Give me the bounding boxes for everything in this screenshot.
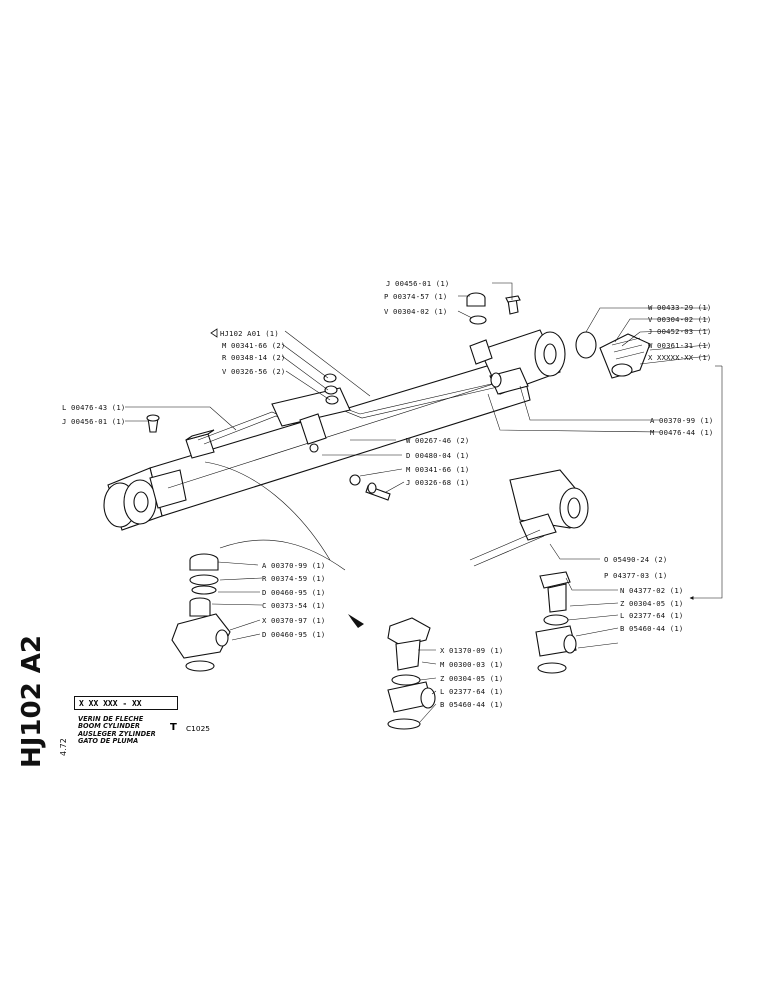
banjo-assembly-right bbox=[469, 469, 589, 674]
label-v-00304-02-top: V 00304-02 (1) bbox=[384, 307, 447, 316]
label-v-00304-02-right: V 00304-02 (1) bbox=[648, 315, 711, 324]
label-d-00480-04: D 00480-04 (1) bbox=[406, 451, 469, 460]
label-z-00304-05-right: Z 00304-05 (1) bbox=[620, 599, 683, 608]
drawing-title: VERIN DE FLECHE BOOM CYLINDER AUSLEGER Z… bbox=[78, 715, 156, 746]
label-w-00361-31: W 00361-31 (1) bbox=[648, 341, 711, 350]
triangle-marker-icon bbox=[210, 328, 218, 338]
label-p-04377-03: P 04377-03 (1) bbox=[604, 571, 667, 580]
bolt-upper bbox=[505, 295, 521, 315]
label-m-00476-44: M 00476-44 (1) bbox=[650, 428, 713, 437]
label-j-00456-01-top: J 00456-01 (1) bbox=[386, 279, 449, 288]
label-l-02377-64-center: L 02377-64 (1) bbox=[440, 687, 503, 696]
head-port-fitting bbox=[469, 339, 493, 365]
elbow-fitting-mid bbox=[489, 367, 529, 395]
label-x-01370-09: X 01370-09 (1) bbox=[440, 646, 503, 655]
label-l-02377-64-right: L 02377-64 (1) bbox=[620, 611, 683, 620]
label-d-00460-95-b: D 00460-95 (1) bbox=[262, 630, 325, 639]
t-mark: T bbox=[170, 722, 177, 733]
label-v-00326-56: V 00326-56 (2) bbox=[222, 367, 285, 376]
plug-upper bbox=[466, 292, 486, 307]
label-hj102-a01: HJ102 A01 (1) bbox=[220, 329, 279, 338]
drawing-code: HJ102 A21.0 bbox=[17, 636, 46, 768]
machine-model: C1025 bbox=[186, 724, 210, 733]
title-line-de: AUSLEGER ZYLINDER bbox=[78, 729, 156, 738]
label-m-00341-66-2: M 00341-66 (2) bbox=[222, 341, 285, 350]
clevis-screw bbox=[349, 474, 391, 501]
direction-arrow bbox=[348, 614, 364, 628]
check-valve-upper bbox=[575, 331, 651, 379]
boom-arc bbox=[204, 461, 331, 561]
label-w-00267-46: W 00267-46 (2) bbox=[406, 436, 469, 445]
port-block-left bbox=[185, 429, 215, 459]
title-line-fr: VERIN DE FLECHE bbox=[78, 715, 144, 723]
part-number-box: X XX XXX - XX bbox=[74, 696, 178, 710]
label-r-00348-14: R 00348-14 (2) bbox=[222, 353, 285, 362]
title-line-en: BOOM CYLINDER bbox=[78, 722, 140, 731]
label-a-00370-99-low: A 00370-99 (1) bbox=[262, 561, 325, 570]
label-l-00476-43: L 00476-43 (1) bbox=[62, 403, 125, 412]
label-b-05460-44-right: B 05460-44 (1) bbox=[620, 624, 683, 633]
label-o-05490-24: O 05490-24 (2) bbox=[604, 555, 667, 564]
label-d-00460-95-a: D 00460-95 (1) bbox=[262, 588, 325, 597]
fitting-stack-left bbox=[171, 553, 231, 672]
label-a-00370-99-mid: A 00370-99 (1) bbox=[650, 416, 713, 425]
label-m-00341-66-1: M 00341-66 (1) bbox=[406, 465, 469, 474]
label-n-04377-02: N 04377-02 (1) bbox=[620, 586, 683, 595]
label-z-00304-05-center: Z 00304-05 (1) bbox=[440, 674, 503, 683]
boom-arc-lower bbox=[219, 539, 346, 571]
boom-cylinder-body bbox=[103, 329, 566, 531]
seal-ring-upper bbox=[469, 315, 487, 325]
svg-text:4.72: 4.72 bbox=[59, 738, 68, 756]
label-c-00373-54: C 00373-54 (1) bbox=[262, 601, 325, 610]
label-x-xxxxx: X XXXXX-XX (1) bbox=[648, 353, 711, 362]
leader-lines bbox=[125, 282, 723, 723]
svg-text:HJ102 A21.0: HJ102 A21.0 bbox=[17, 636, 46, 768]
label-p-00374-57: P 00374-57 (1) bbox=[384, 292, 447, 301]
bolt-small-nuts bbox=[323, 373, 339, 405]
label-r-00374-59: R 00374-59 (1) bbox=[262, 574, 325, 583]
banjo-assembly-center bbox=[387, 617, 436, 730]
label-x-00370-97: X 00370-97 (1) bbox=[262, 616, 325, 625]
label-j-00326-68: J 00326-68 (1) bbox=[406, 478, 469, 487]
label-w-00433-29: W 00433-29 (1) bbox=[648, 303, 711, 312]
label-b-05460-44-center: B 05460-44 (1) bbox=[440, 700, 503, 709]
part-labels: J 00456-01 (1) P 00374-57 (1) V 00304-02… bbox=[62, 279, 713, 709]
title-line-es: GATO DE PLUMA bbox=[78, 737, 139, 746]
drawing-date: 4.72 bbox=[59, 738, 68, 756]
label-j-00452-03: J 00452-03 (1) bbox=[648, 327, 711, 336]
label-m-00300-03: M 00300-03 (1) bbox=[440, 660, 503, 669]
label-j-00456-01-left: J 00456-01 (1) bbox=[62, 417, 125, 426]
bolt-left bbox=[146, 414, 160, 433]
